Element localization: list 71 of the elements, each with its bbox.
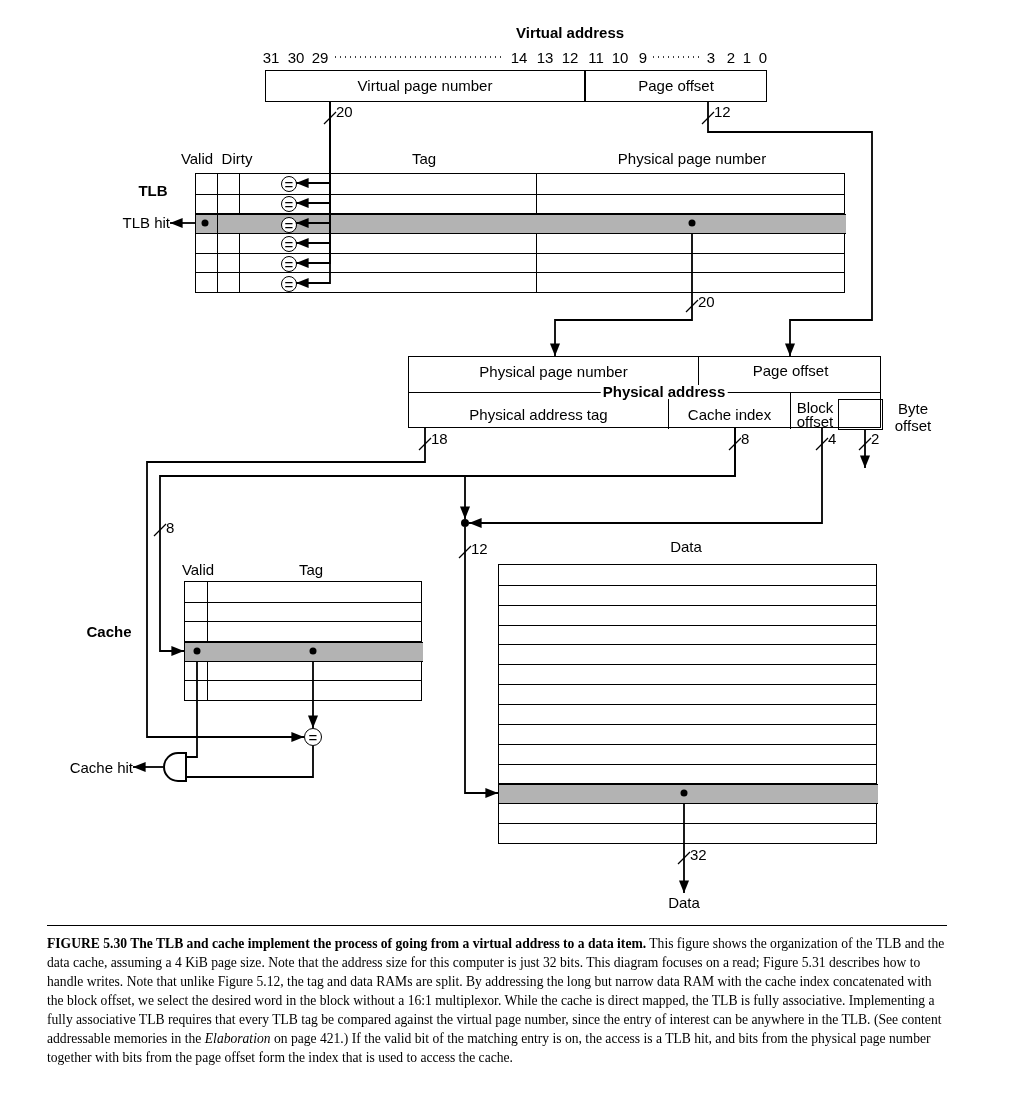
and-gate [163, 752, 187, 782]
bit-number: 13 [536, 49, 554, 66]
connector-arrow [307, 660, 319, 729]
bit-number: 3 [706, 49, 716, 66]
column-header: Physical page number [617, 150, 767, 167]
address-field: Block offset [791, 400, 839, 429]
comparator: = [281, 236, 297, 252]
column-header: Tag [298, 561, 324, 578]
comparator: = [304, 728, 322, 746]
data-table [498, 564, 877, 844]
connector-arrow [707, 101, 873, 357]
connector-arrow [468, 427, 823, 529]
bit-number: 2 [726, 49, 736, 66]
selected-row [196, 214, 846, 234]
column-header: Valid [180, 150, 214, 167]
tlb-table [195, 173, 845, 293]
address-field: Page offset [699, 357, 882, 385]
figure-caption: FIGURE 5.30 The TLB and cache implement the process of going from a virtual address to a data item. This figure shows the organization of the TLB and the data cache, assuming a 4 KiB page size. Note that the address size for this computer is just 32 bits. This diagram focuses on a read; Figure 5.31 describes how to handle writes. Note that unlike Figure 5.12, the tag and data RAMs are split. By addressing the long but narrow data RAM with the cache index concatenated with the block offset, we select the desired word in the block without a 16:1 multiplexor. While the cache is direct mapped, the TLB is fully associative. Implementing a fully associative TLB requires that every TLB tag be compared against the virtual page number, since the entry of interest can be anywhere in the TLB. (See content addressable memories in the Elaboration on page 421.) If the valid bit of the matching entry is on, the access is a TLB hit, and bits from the physical page number together with bits from the page offset form the index that is used to access the cache. [47, 935, 946, 1067]
comparator: = [281, 196, 297, 212]
edge-label: 12 [471, 541, 488, 557]
connector-arrow [859, 428, 871, 469]
connector-arrow [146, 427, 426, 743]
connector-arrow [459, 427, 736, 520]
edge-label: 8 [741, 431, 750, 447]
edge-label: 12 [714, 104, 731, 120]
comparator: = [281, 217, 297, 233]
register-title: Physical address [600, 385, 728, 399]
bit-number: 31 [262, 49, 280, 66]
address-field: Page offset [585, 70, 767, 102]
connector-arrow [169, 217, 196, 229]
edge-label: 32 [690, 847, 707, 863]
cache-tag-table [184, 581, 422, 701]
column-header: Data [670, 538, 702, 555]
comparator: = [281, 256, 297, 272]
signal-label: Cache hit [60, 758, 133, 778]
connector-arrow [549, 232, 693, 357]
section-label: Cache [86, 623, 132, 640]
edge-label: 20 [336, 104, 353, 120]
bit-number: 1 [742, 49, 752, 66]
edge-label: 4 [828, 431, 837, 447]
field-caption: Byte offset [893, 400, 933, 434]
address-field: Virtual page number [265, 70, 585, 102]
address-field: Physical address tag [409, 400, 669, 429]
bit-number: 14 [510, 49, 528, 66]
register-title: Virtual address [516, 24, 625, 41]
section-label: TLB [138, 182, 168, 199]
bit-number: 12 [561, 49, 579, 66]
edge-label: 20 [698, 294, 715, 310]
signal-label: Data [662, 893, 706, 913]
connector-arrow [678, 802, 690, 894]
signal-label: TLB hit [108, 213, 170, 233]
selected-row [499, 784, 878, 804]
connector-arrow [132, 761, 164, 773]
bit-number: 11 [588, 49, 604, 66]
column-header: Dirty [221, 150, 253, 167]
address-field: Physical page number [409, 357, 699, 385]
bit-number: 0 [758, 49, 768, 66]
column-header: Valid [181, 561, 215, 578]
edge-label: 18 [431, 431, 448, 447]
bit-number: 30 [287, 49, 305, 66]
edge-label: 8 [166, 520, 175, 536]
comparator: = [281, 276, 297, 292]
edge-label: 2 [871, 431, 880, 447]
address-field: Cache index [669, 400, 791, 429]
bit-number: 9 [638, 49, 648, 66]
column-header: Tag [411, 150, 437, 167]
connector-arrow [464, 526, 499, 799]
selected-row [185, 642, 423, 662]
comparator: = [281, 176, 297, 192]
bit-number: 10 [611, 49, 629, 66]
bit-number: 29 [311, 49, 329, 66]
